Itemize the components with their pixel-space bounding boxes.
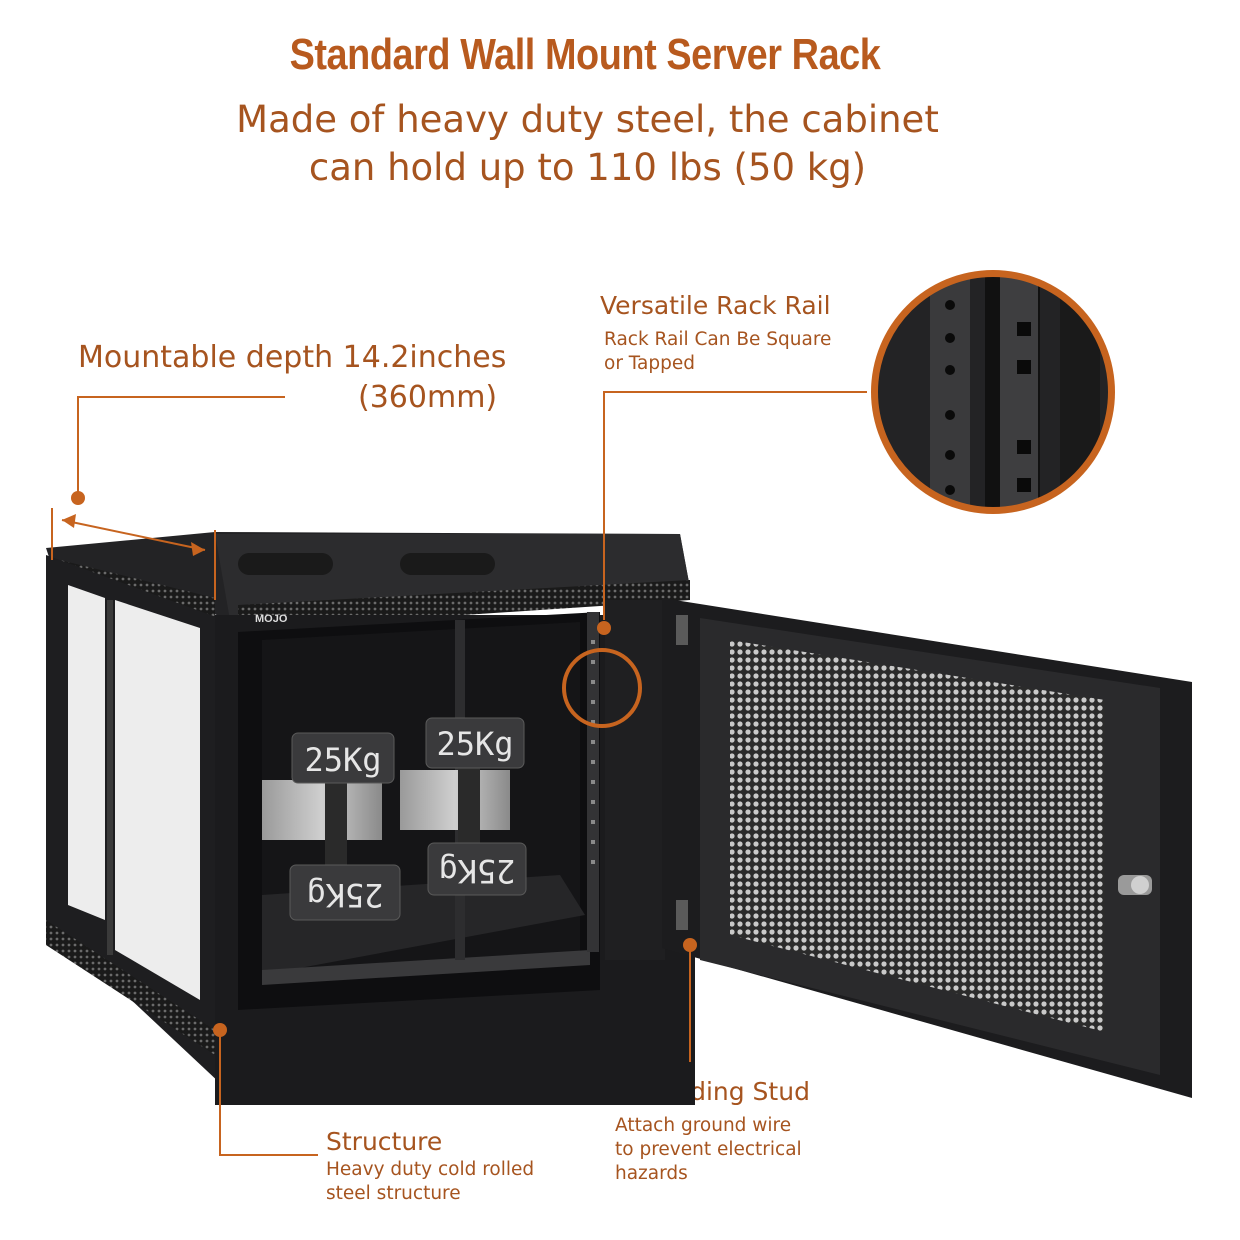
- grounding-callout-body: Attach ground wire to prevent electrical…: [615, 1114, 802, 1186]
- top-fan-cutout-left: [238, 553, 333, 575]
- grounding-callout-line-3: hazards: [615, 1163, 688, 1184]
- brand-logo: MOJO: [255, 613, 288, 625]
- svg-text:25Kg: 25Kg: [436, 725, 513, 763]
- weight-label-4: 25Kg: [427, 842, 527, 896]
- rack-rail-callout-body: Rack Rail Can Be Square or Tapped: [604, 328, 831, 376]
- grounding-callout-line-2: to prevent electrical: [615, 1139, 802, 1160]
- depth-arrow-right-icon: [191, 542, 205, 556]
- page-subtitle: Made of heavy duty steel, the cabinet ca…: [0, 96, 1175, 192]
- depth-marker-dot: [71, 491, 85, 505]
- structure-callout-body: Heavy duty cold rolled steel structure: [326, 1158, 534, 1206]
- cabinet: MOJO: [46, 532, 695, 1105]
- svg-text:25Kg: 25Kg: [304, 741, 381, 779]
- structure-callout-title: Structure: [326, 1127, 443, 1156]
- depth-callout-line-1: Mountable depth 14.2inches: [78, 340, 507, 375]
- structure-callout-line-1: Heavy duty cold rolled: [326, 1159, 535, 1180]
- grounding-callout-line-1: Attach ground wire: [615, 1115, 792, 1136]
- rack-rail-zoom-circle: [871, 270, 1115, 514]
- weight-label-3: 25Kg: [289, 864, 401, 921]
- cabinet-door: [662, 598, 1192, 1098]
- weights: 25Kg 25Kg 25Kg 25Kg: [262, 717, 527, 921]
- door-lock-icon: [1118, 875, 1152, 895]
- door-perforated-panel: [730, 640, 1105, 1032]
- callout-lines: [51, 391, 867, 1156]
- callout-markers: [62, 491, 697, 1037]
- subtitle-line-2: can hold up to 110 lbs (50 kg): [308, 146, 867, 189]
- top-fan-cutout-right: [400, 553, 495, 575]
- svg-text:25Kg: 25Kg: [306, 876, 383, 914]
- weight-label-1: 25Kg: [291, 732, 395, 784]
- rack-rail-callout-line-2: or Tapped: [604, 353, 695, 374]
- rack-rail-marker-dot: [597, 621, 611, 635]
- depth-callout-line-2: (360mm): [358, 380, 498, 415]
- structure-marker-dot: [213, 1023, 227, 1037]
- rack-rail-highlight-ring: [562, 648, 642, 728]
- grounding-marker-dot: [683, 938, 697, 952]
- weight-label-2: 25Kg: [425, 717, 525, 769]
- subtitle-line-1: Made of heavy duty steel, the cabinet: [236, 98, 939, 141]
- svg-text:25Kg: 25Kg: [438, 852, 515, 890]
- depth-arrow-left-icon: [62, 514, 76, 528]
- rack-rail-callout-line-1: Rack Rail Can Be Square: [604, 329, 832, 350]
- structure-callout-line-2: steel structure: [326, 1183, 461, 1204]
- rack-rail-callout-title: Versatile Rack Rail: [600, 291, 831, 320]
- page-title: Standard Wall Mount Server Rack: [289, 30, 881, 79]
